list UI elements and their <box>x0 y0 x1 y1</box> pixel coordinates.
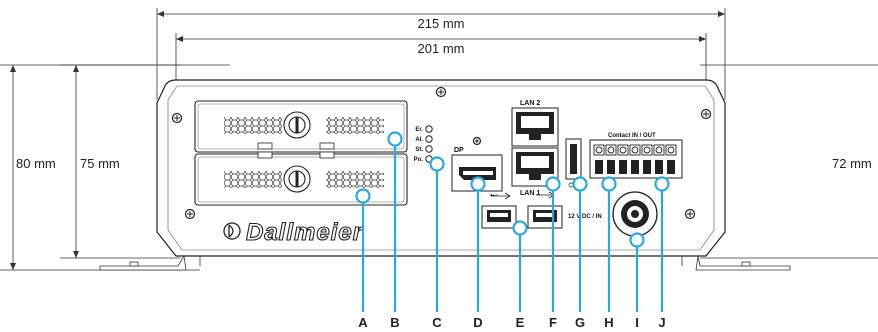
dim-width-inner: 201 mm <box>418 41 465 56</box>
callout-c: C <box>432 315 442 330</box>
contact-label: Contact IN / OUT <box>608 133 656 139</box>
dimension-arrowheads <box>10 11 725 270</box>
callout-j: J <box>658 315 665 330</box>
usb-icon-left: ⭠◦ <box>490 192 498 199</box>
callout-a: A <box>358 315 368 330</box>
dimension-lines <box>0 8 878 271</box>
callout-i: I <box>635 315 639 330</box>
callout-d: D <box>473 315 482 330</box>
drive-bay-lower <box>194 151 408 206</box>
dallmeier-logo: Dallmeier <box>223 218 364 247</box>
callout-f: F <box>549 315 557 330</box>
led-label-st: St. <box>415 147 423 153</box>
brand-text: Dallmeier <box>246 219 364 246</box>
led-label-al: Al. <box>415 137 423 143</box>
dp-label: DP <box>454 147 464 154</box>
callout-h: H <box>604 315 613 330</box>
lan-ports: LAN 2 LAN 1 <box>511 100 559 197</box>
terminal-block: Contact IN / OUT <box>589 133 683 179</box>
power-label: 12 V DC / IN <box>568 214 602 220</box>
led-label-po: Po. <box>414 157 424 163</box>
dim-height-inner: 75 mm <box>80 156 120 171</box>
callout-markers <box>355 131 670 248</box>
callout-g: G <box>575 315 585 330</box>
dim-width-outer: 215 mm <box>418 16 465 31</box>
dim-depth-right: 72 mm <box>832 156 872 171</box>
lan1-label: LAN 1 <box>520 190 540 197</box>
callout-e: E <box>516 315 525 330</box>
lan2-label: LAN 2 <box>520 100 540 107</box>
housing-feet <box>99 254 791 271</box>
callout-b: B <box>390 315 399 330</box>
drive-bay-upper <box>194 100 408 153</box>
callout-letters: A B C D E F G H I J <box>358 315 665 330</box>
dim-height-outer: 80 mm <box>16 156 56 171</box>
usb-port-left: ⭠◦ <box>481 192 517 229</box>
led-label-er: Er. <box>415 127 423 133</box>
power-connector <box>612 191 658 237</box>
callout-leaders <box>361 139 664 312</box>
